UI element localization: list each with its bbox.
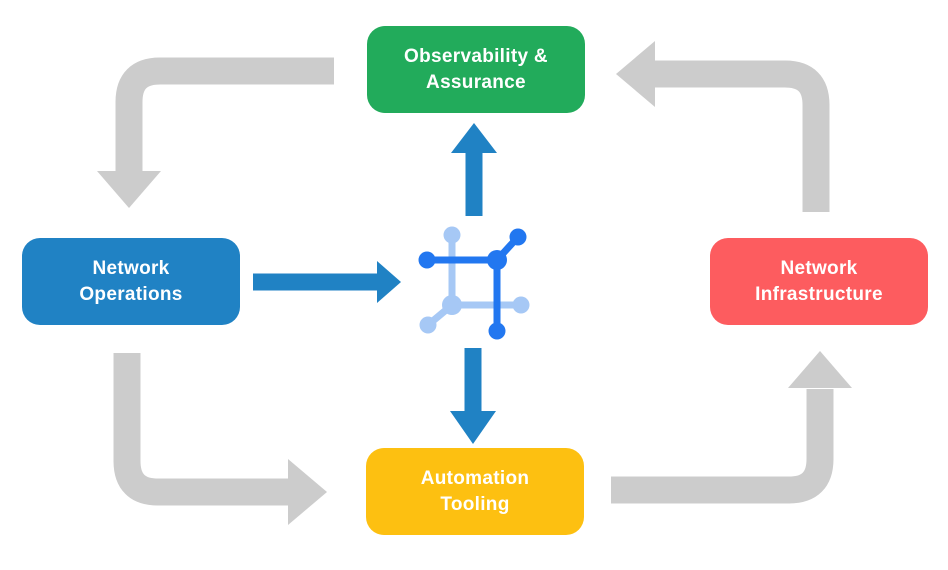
loop-arrow-operations-to-automation: [113, 353, 327, 525]
loop-arrow-shaft: [113, 353, 289, 506]
loop-arrowhead-down: [97, 171, 161, 208]
icon-node-bottom-left: [419, 316, 437, 334]
flow-arrowhead-up: [451, 123, 497, 153]
loop-arrow-observability-to-operations: [97, 57, 334, 208]
icon-node-bottom: [488, 322, 506, 340]
icon-dark-nodes: [418, 228, 527, 340]
icon-node-top-right: [509, 228, 527, 246]
node-network-operations: Network Operations: [22, 238, 240, 325]
icon-corner-bottom-left: [442, 295, 462, 315]
icon-corner-top-right: [487, 250, 507, 270]
loop-arrow-automation-to-infrastructure: [611, 351, 852, 504]
node-label: Network Operations: [79, 257, 183, 305]
loop-arrow-shaft: [611, 389, 834, 504]
loop-arrowhead-left: [616, 41, 655, 107]
icon-node-left: [418, 251, 436, 269]
icon-light-nodes: [419, 226, 530, 334]
flow-arrow-center-to-observability: [451, 123, 497, 216]
node-network-infrastructure: Network Infrastructure: [710, 238, 928, 325]
loop-arrowhead-right: [288, 459, 327, 525]
icon-node-top: [443, 226, 461, 244]
node-label: Network Infrastructure: [755, 257, 883, 305]
node-automation-tooling: Automation Tooling: [366, 448, 584, 535]
flow-arrow-center-to-automation: [450, 348, 496, 444]
node-label: Automation Tooling: [420, 467, 530, 515]
loop-arrow-infrastructure-to-observability: [616, 41, 830, 212]
flow-arrowhead-right: [377, 261, 401, 303]
loop-arrow-shaft: [655, 60, 830, 212]
network-automation-icon: [418, 226, 530, 340]
loop-arrow-shaft: [115, 57, 334, 173]
node-observability-assurance: Observability & Assurance: [367, 26, 585, 113]
flow-arrow-operations-to-center: [253, 261, 401, 303]
node-label: Observability & Assurance: [404, 45, 548, 93]
flow-arrowhead-down: [450, 411, 496, 444]
icon-node-right: [512, 296, 530, 314]
loop-arrowhead-up: [788, 351, 852, 388]
